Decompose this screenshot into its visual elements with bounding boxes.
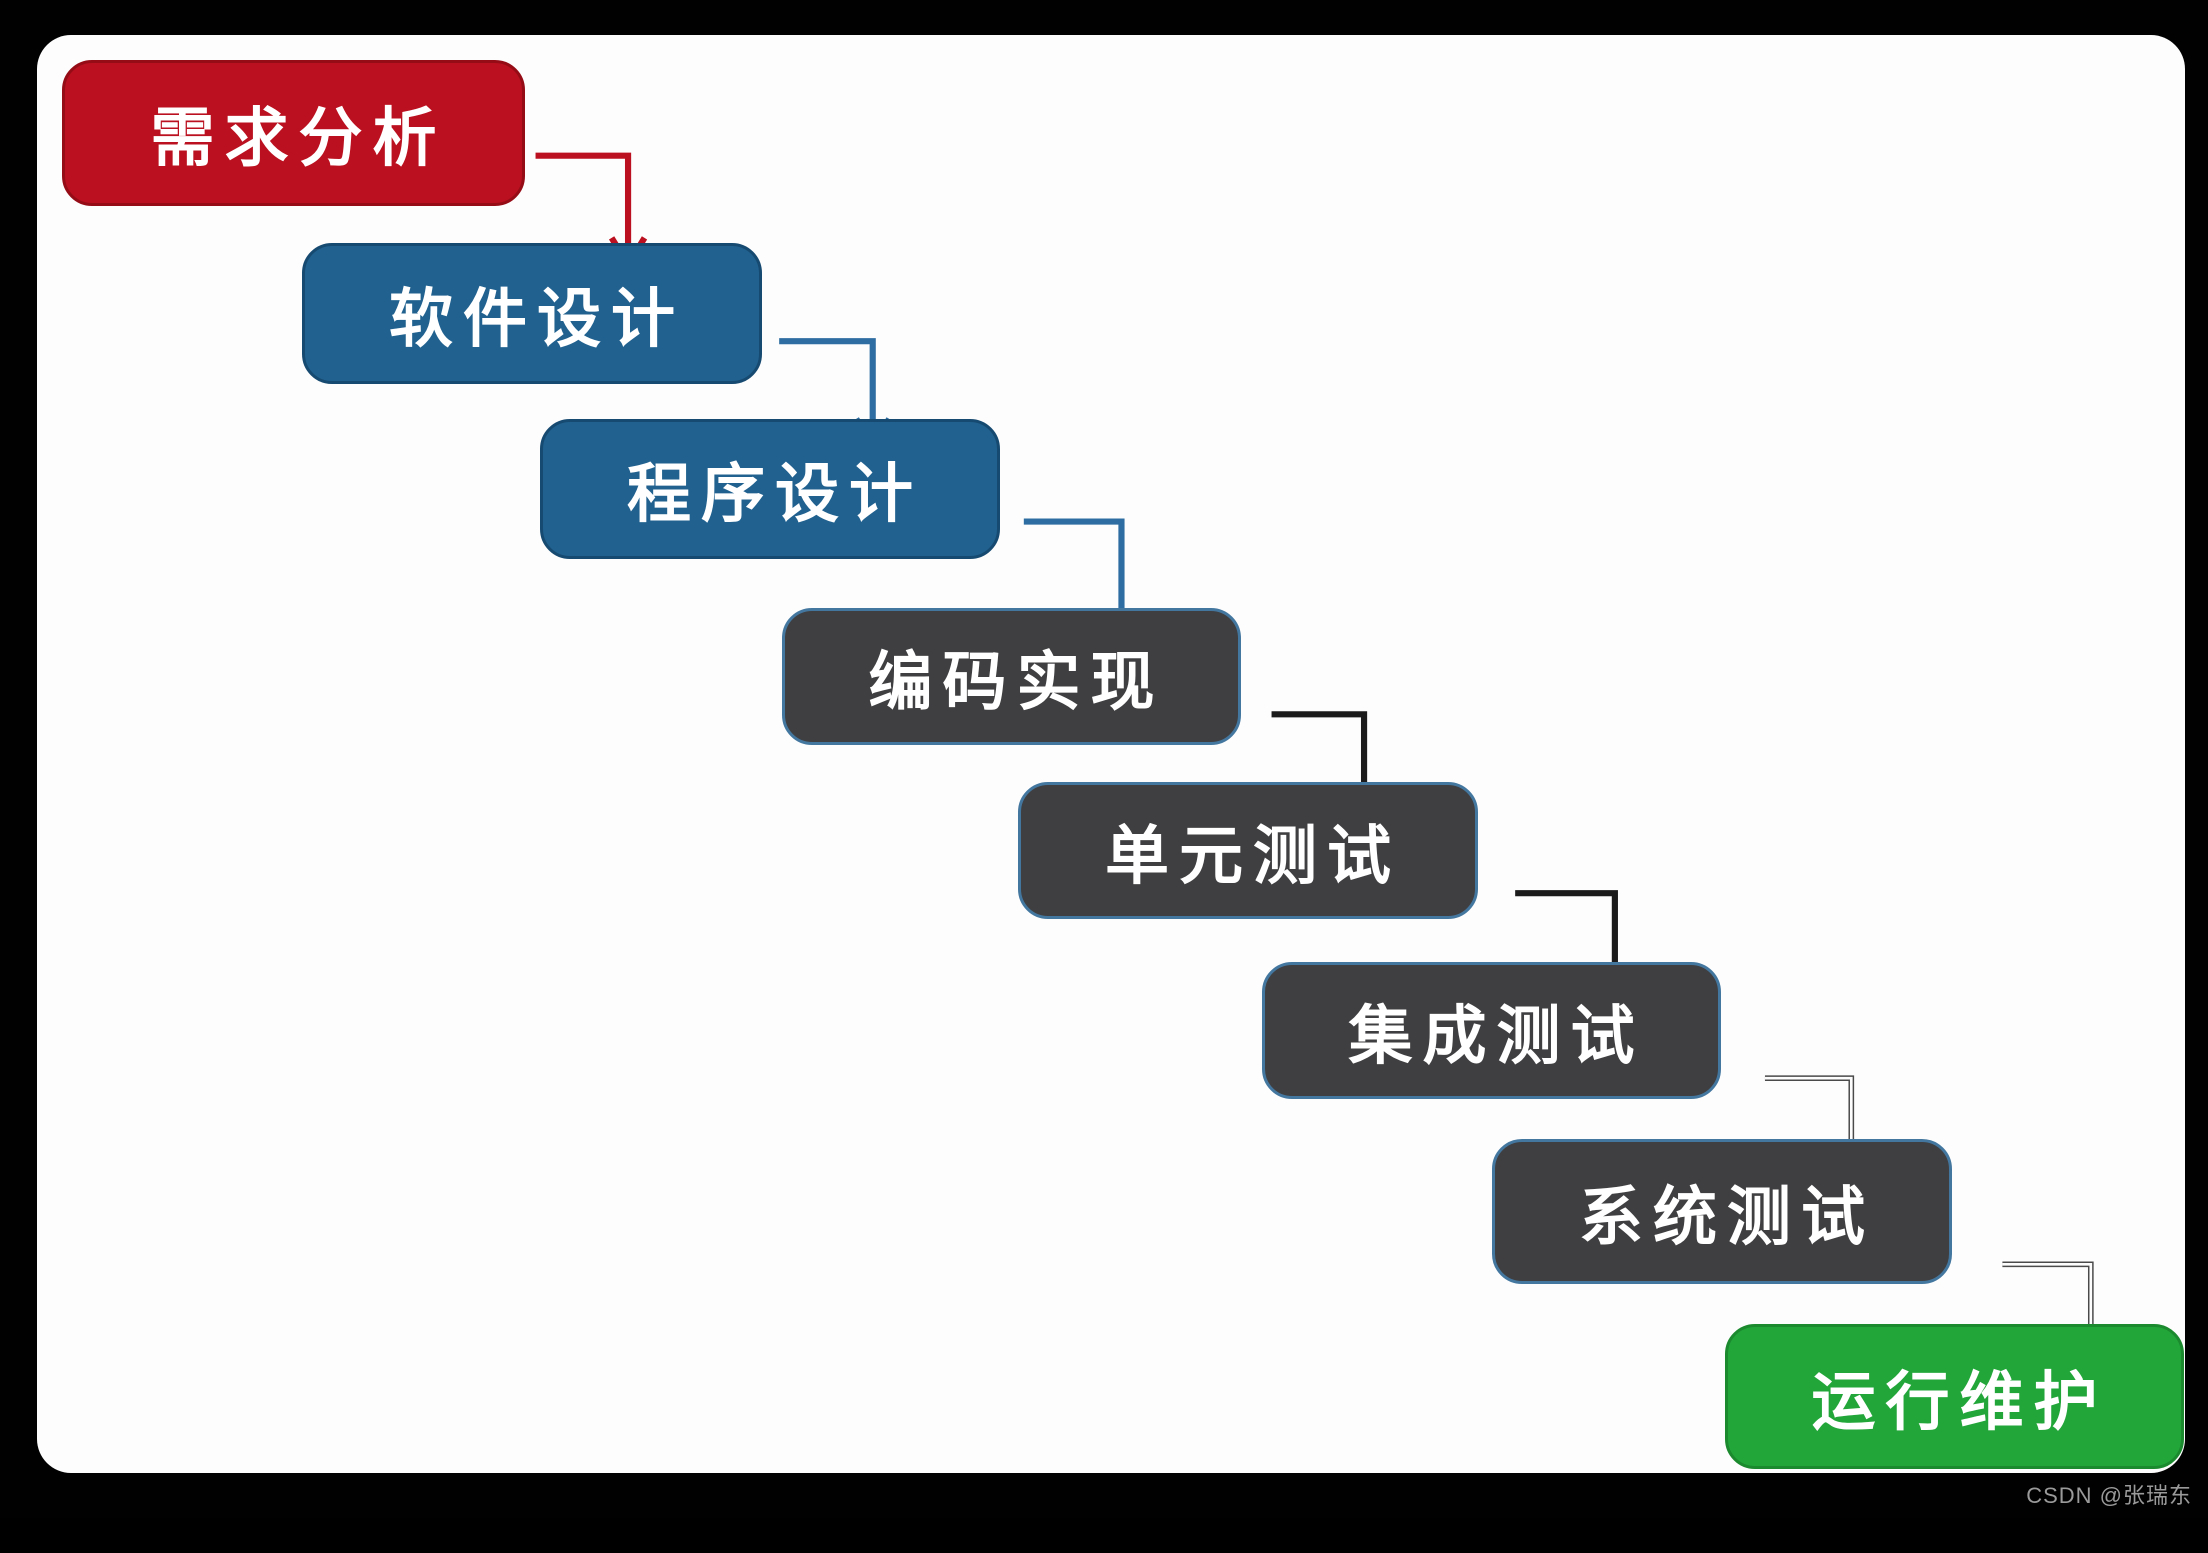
step-label: 系统测试 bbox=[1579, 1180, 1875, 1253]
step-label: 集成测试 bbox=[1348, 999, 1645, 1072]
step-label: 软件设计 bbox=[389, 282, 685, 355]
watermark-text: CSDN @张瑞东 bbox=[2026, 1483, 2192, 1508]
step-label: 编码实现 bbox=[868, 645, 1165, 718]
step-requirements-analysis: 需求分析 bbox=[62, 60, 525, 206]
step-label: 程序设计 bbox=[627, 458, 923, 530]
diagram-canvas: 需求分析软件设计程序设计编码实现单元测试集成测试系统测试运行维护 bbox=[37, 35, 2185, 1473]
step-system-testing: 系统测试 bbox=[1492, 1139, 1952, 1284]
step-software-design: 软件设计 bbox=[302, 243, 762, 384]
step-label: 运行维护 bbox=[1811, 1365, 2108, 1438]
page-background: 需求分析软件设计程序设计编码实现单元测试集成测试系统测试运行维护 CSDN @张… bbox=[37, 35, 2192, 1508]
step-integration-testing: 集成测试 bbox=[1262, 962, 1721, 1099]
step-operation-maintenance: 运行维护 bbox=[1725, 1324, 2184, 1469]
step-label: 单元测试 bbox=[1105, 819, 1401, 892]
step-coding-implementation: 编码实现 bbox=[782, 608, 1241, 745]
step-program-design: 程序设计 bbox=[540, 419, 1000, 559]
step-label: 需求分析 bbox=[150, 102, 447, 174]
step-unit-testing: 单元测试 bbox=[1018, 782, 1478, 919]
